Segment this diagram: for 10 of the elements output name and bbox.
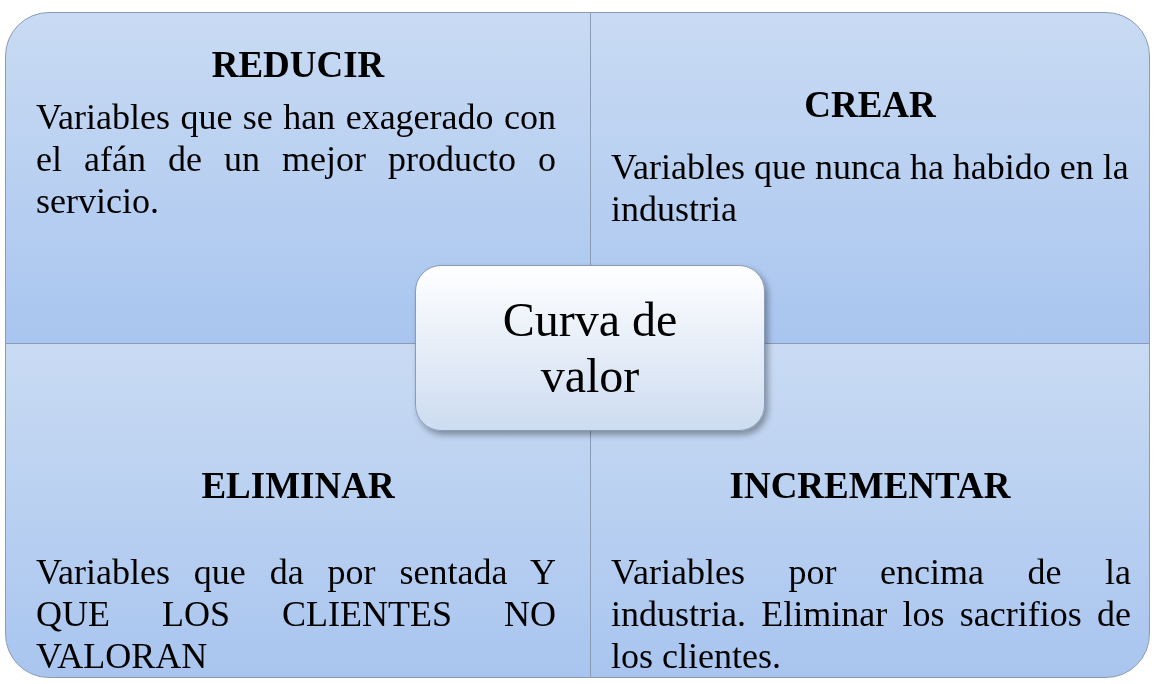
quadrant-description: Variables por encima de la industria. Eliminar los sacrifios de los clientes. [611, 551, 1131, 677]
quadrant-description: Variables que da por sentada Y QUE LOS CLIENTES NO VALORAN [36, 551, 556, 677]
center-label: Curva de valor [501, 292, 679, 404]
quadrant-heading: ELIMINAR [200, 464, 396, 507]
quadrant-heading: REDUCIR [210, 43, 386, 86]
quadrant-description: Variables que se han exagerado con el afán de un mejor producto o servicio. [36, 96, 556, 222]
quadrant-heading: INCREMENTAR [728, 464, 1012, 507]
center-box [415, 265, 765, 431]
quadrant-description: Variables que nunca ha habido en la industria [611, 146, 1130, 230]
quadrant-heading: CREAR [803, 83, 937, 126]
